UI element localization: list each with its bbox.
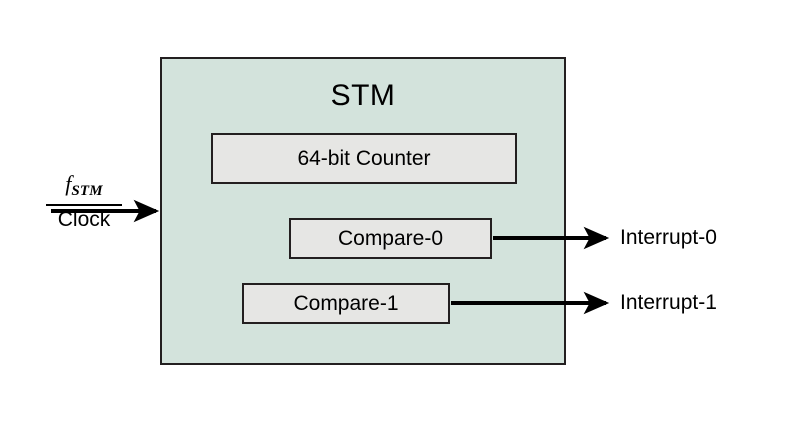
stm-module-title: STM [330,79,396,112]
block-compare-0-label: Compare-0 [337,226,444,250]
clock-input-label: fSTM Clock [46,172,122,233]
clock-label-text: Clock [57,208,111,232]
block-compare-0: Compare-0 [289,218,492,259]
output-label-interrupt-1: Interrupt-1 [620,291,717,314]
block-compare-1: Compare-1 [242,283,450,324]
frequency-symbol-subscript: STM [71,183,103,200]
clock-frequency-symbol: fSTM [46,171,122,207]
block-compare-1-label: Compare-1 [293,291,399,315]
block-64-bit-counter: 64-bit Counter [211,133,517,184]
block-64-bit-counter-label: 64-bit Counter [297,146,431,170]
output-label-interrupt-0: Interrupt-0 [620,226,717,249]
frequency-symbol-base: f [65,171,72,196]
